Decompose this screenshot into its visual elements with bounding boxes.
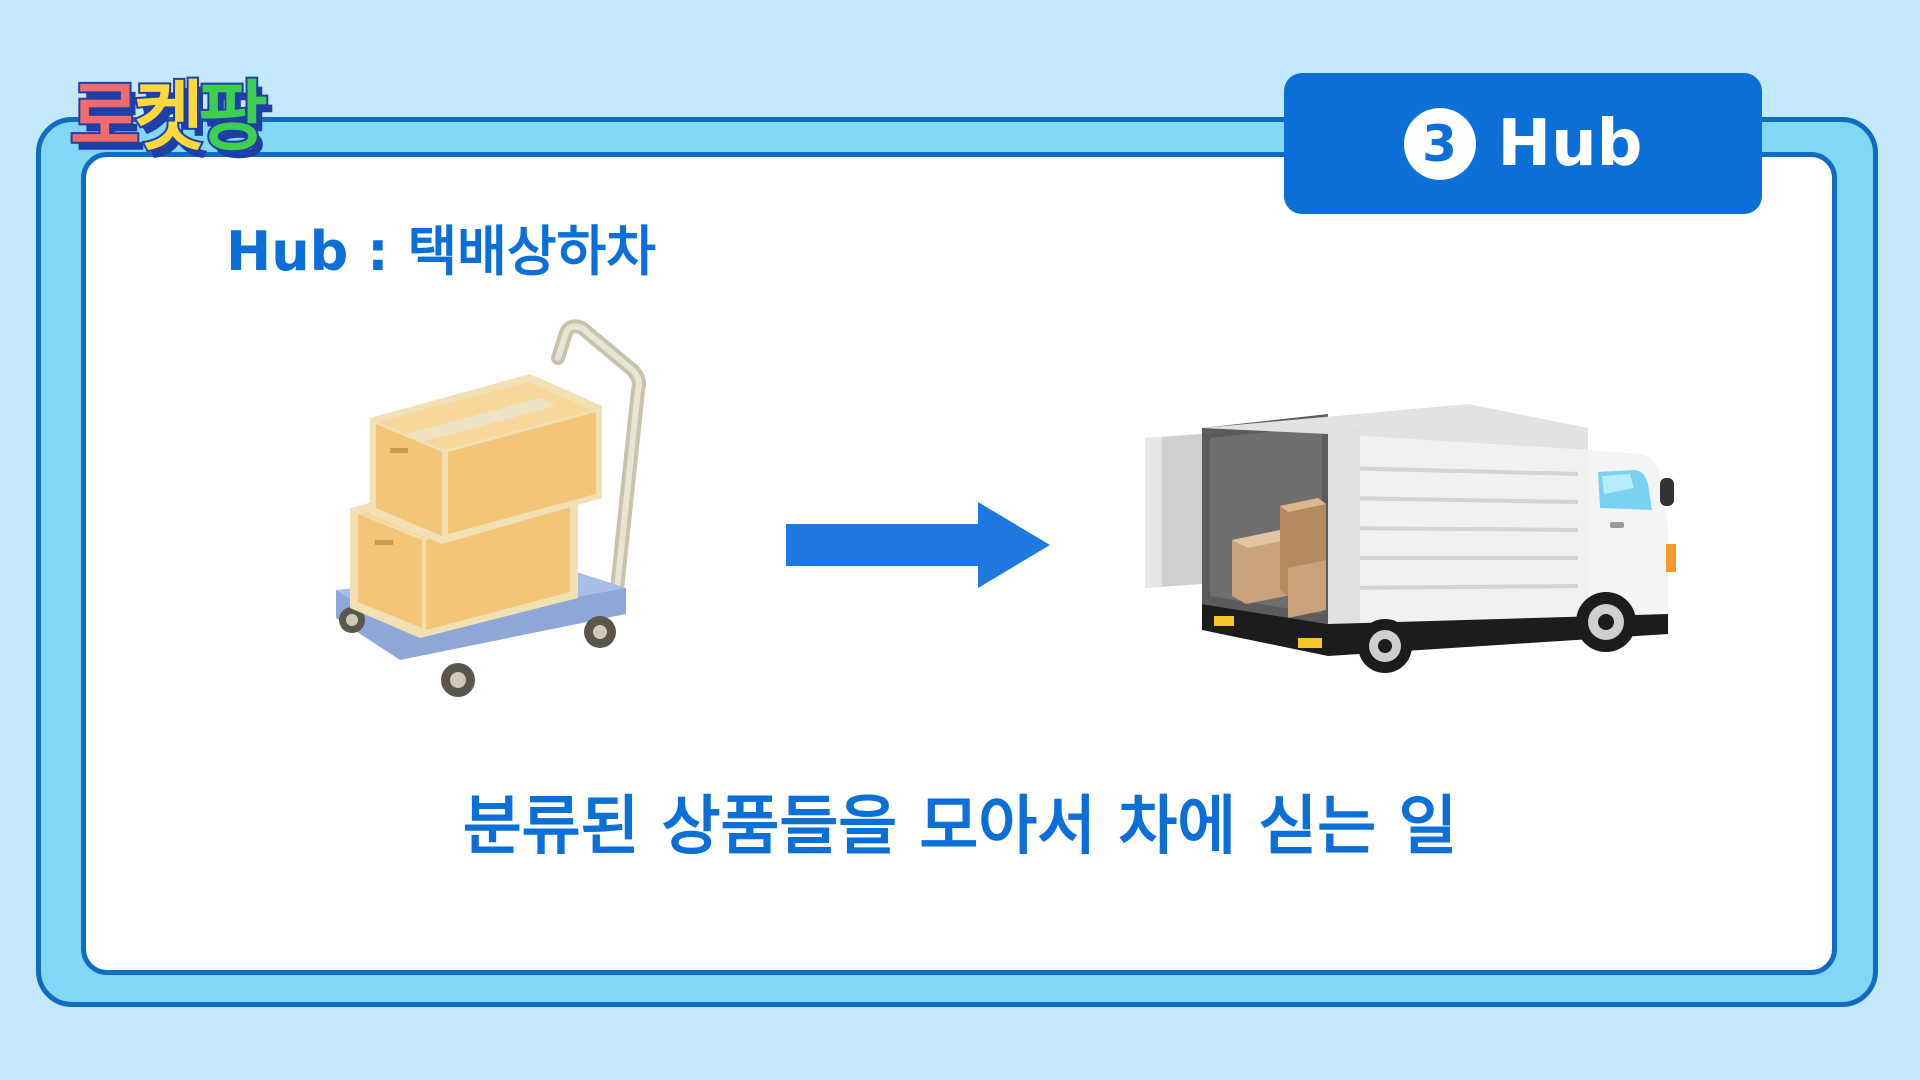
delivery-truck-icon <box>1145 404 1676 673</box>
logo-char: 팡 <box>196 70 270 163</box>
hand-truck-with-boxes-icon <box>336 319 646 697</box>
logo: 로켓팡 <box>68 62 270 172</box>
caption: 분류된 상품들을 모아서 차에 싣는 일 <box>462 790 1458 864</box>
badge-label: Hub <box>1497 106 1643 181</box>
subtitle: Hub : 택배상하차 <box>226 220 656 283</box>
badge-number: 3 <box>1403 107 1476 180</box>
right-arrow-icon <box>786 502 1050 588</box>
logo-char: 켓 <box>132 70 206 163</box>
section-badge: 3 Hub <box>1284 73 1762 214</box>
logo-char: 로 <box>68 70 142 163</box>
